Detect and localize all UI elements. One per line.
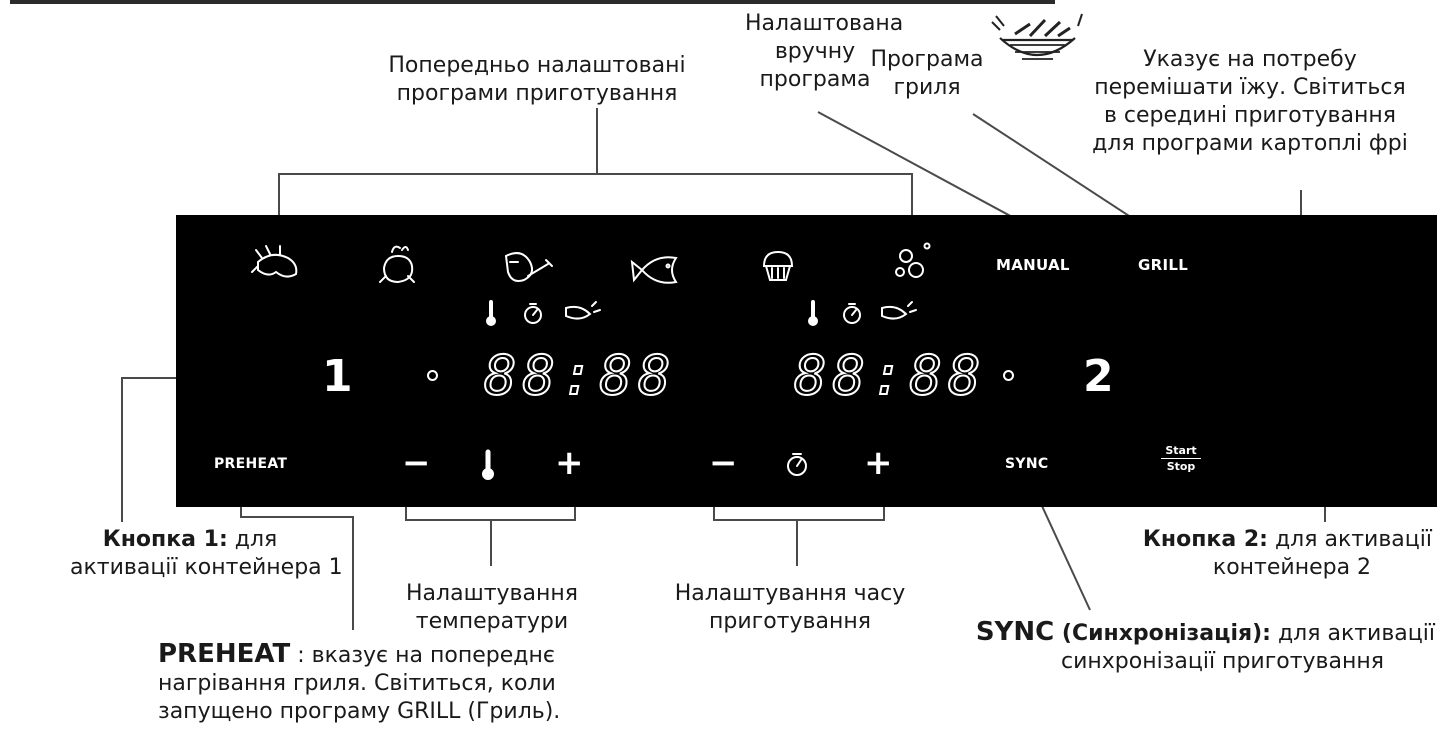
- sync-caption-bold: SYNC: [975, 617, 1055, 647]
- thermometer-icon: [486, 300, 496, 326]
- manual-button[interactable]: MANUAL: [996, 256, 1070, 274]
- preheat-indicator: PREHEAT: [214, 456, 288, 472]
- shrimp-icon[interactable]: [251, 245, 298, 278]
- thermometer-icon: [808, 300, 818, 326]
- button-2-caption-line-2: контейнера 2: [1212, 555, 1372, 580]
- manual-caption-line-2: вручну: [774, 39, 856, 64]
- temperature-plus-button[interactable]: +: [555, 443, 584, 483]
- button-1-caption-line-2: активації контейнера 1: [70, 555, 343, 580]
- preheat-caption-bold: PREHEAT: [158, 639, 291, 669]
- preset-programs-caption: Попередньо налаштовані програми приготув…: [357, 52, 717, 108]
- manual-program-caption: Налаштована вручну програма: [745, 10, 904, 94]
- basket-1-button[interactable]: 1: [322, 351, 353, 402]
- shake-icon: [881, 301, 917, 320]
- temperature-caption-line-2: температури: [415, 609, 569, 634]
- basket-1-indicator: [427, 370, 438, 381]
- cake-icon[interactable]: [762, 250, 794, 281]
- shake-caption-line-2: перемішати їжу. Світиться: [1094, 75, 1406, 100]
- top-border: [10, 0, 1055, 4]
- preheat-caption-rest: : вказує на попереднє: [290, 643, 555, 668]
- shake-caption-line-4: для програми картоплі фрі: [1092, 131, 1408, 156]
- button-1-caption-bold: Кнопка 1:: [102, 527, 228, 552]
- sync-caption: SYNC (Синхронізація): для активації синх…: [940, 618, 1435, 676]
- time-caption: Налаштування часу приготування: [660, 580, 920, 636]
- thermometer-icon: [482, 449, 494, 480]
- display-2: 88:88: [793, 344, 987, 407]
- sync-caption-bold-2: (Синхронізація):: [1054, 621, 1271, 646]
- manual-caption-line-3: програма: [759, 67, 871, 92]
- start-stop-button[interactable]: Start Stop: [1161, 444, 1201, 473]
- preset-programs-line-1: Попередньо налаштовані: [388, 53, 686, 78]
- time-caption-line-2: приготування: [709, 609, 871, 634]
- shake-icon: [565, 301, 601, 320]
- temperature-caption-line-1: Налаштування: [406, 581, 578, 606]
- start-label: Start: [1165, 444, 1197, 457]
- timer-icon: [524, 303, 542, 324]
- chicken-icon[interactable]: [379, 245, 415, 284]
- timer-icon: [843, 303, 861, 324]
- button-2-caption-rest: для активації: [1267, 527, 1432, 552]
- sync-caption-line-2: синхронізації приготування: [1060, 649, 1385, 674]
- button-1-caption: Кнопка 1: для активації контейнера 1: [70, 526, 343, 582]
- shaking-basket-icon: [991, 13, 1083, 60]
- button-1-caption-rest: для: [227, 527, 278, 552]
- grill-caption-line-2: гриля: [893, 75, 961, 100]
- grill-caption-line-1: Програма: [870, 47, 984, 72]
- preset-programs-line-2: програми приготування: [396, 81, 678, 106]
- grill-button[interactable]: GRILL: [1138, 256, 1189, 274]
- manual-caption-line-1: Налаштована: [745, 11, 904, 36]
- timer-icon: [787, 453, 807, 476]
- shake-caption-line-3: в середині приготування: [1103, 103, 1397, 128]
- fish-icon[interactable]: [630, 256, 678, 284]
- preheat-caption: PREHEAT : вказує на попереднє нагрівання…: [158, 640, 598, 726]
- display-1: 88:88: [483, 344, 677, 407]
- button-2-caption: Кнопка 2: для активації контейнера 2: [1112, 526, 1432, 582]
- stop-label: Stop: [1166, 460, 1196, 473]
- vegetables-icon[interactable]: [895, 242, 931, 278]
- drumstick-icon[interactable]: [504, 252, 553, 282]
- preheat-caption-line-2: нагрівання гриля. Світиться, коли: [158, 671, 556, 696]
- shake-caption-line-1: Указує на потребу: [1143, 47, 1357, 72]
- shake-indicator-caption: Указує на потребу перемішати їжу. Світит…: [1070, 46, 1430, 158]
- time-plus-button[interactable]: +: [864, 443, 893, 483]
- time-minus-button[interactable]: −: [709, 443, 738, 483]
- preheat-caption-line-3: запущено програму GRILL (Гриль).: [158, 699, 561, 724]
- time-caption-line-1: Налаштування часу: [674, 581, 906, 606]
- grill-program-caption: Програма гриля: [862, 46, 992, 102]
- temperature-caption: Налаштування температури: [392, 580, 592, 636]
- sync-caption-rest: для активації: [1270, 621, 1435, 646]
- temperature-minus-button[interactable]: −: [402, 443, 431, 483]
- basket-2-button[interactable]: 2: [1083, 351, 1114, 402]
- sync-button[interactable]: SYNC: [1005, 456, 1049, 472]
- basket-2-indicator: [1003, 370, 1014, 381]
- button-2-caption-bold: Кнопка 2:: [1142, 527, 1268, 552]
